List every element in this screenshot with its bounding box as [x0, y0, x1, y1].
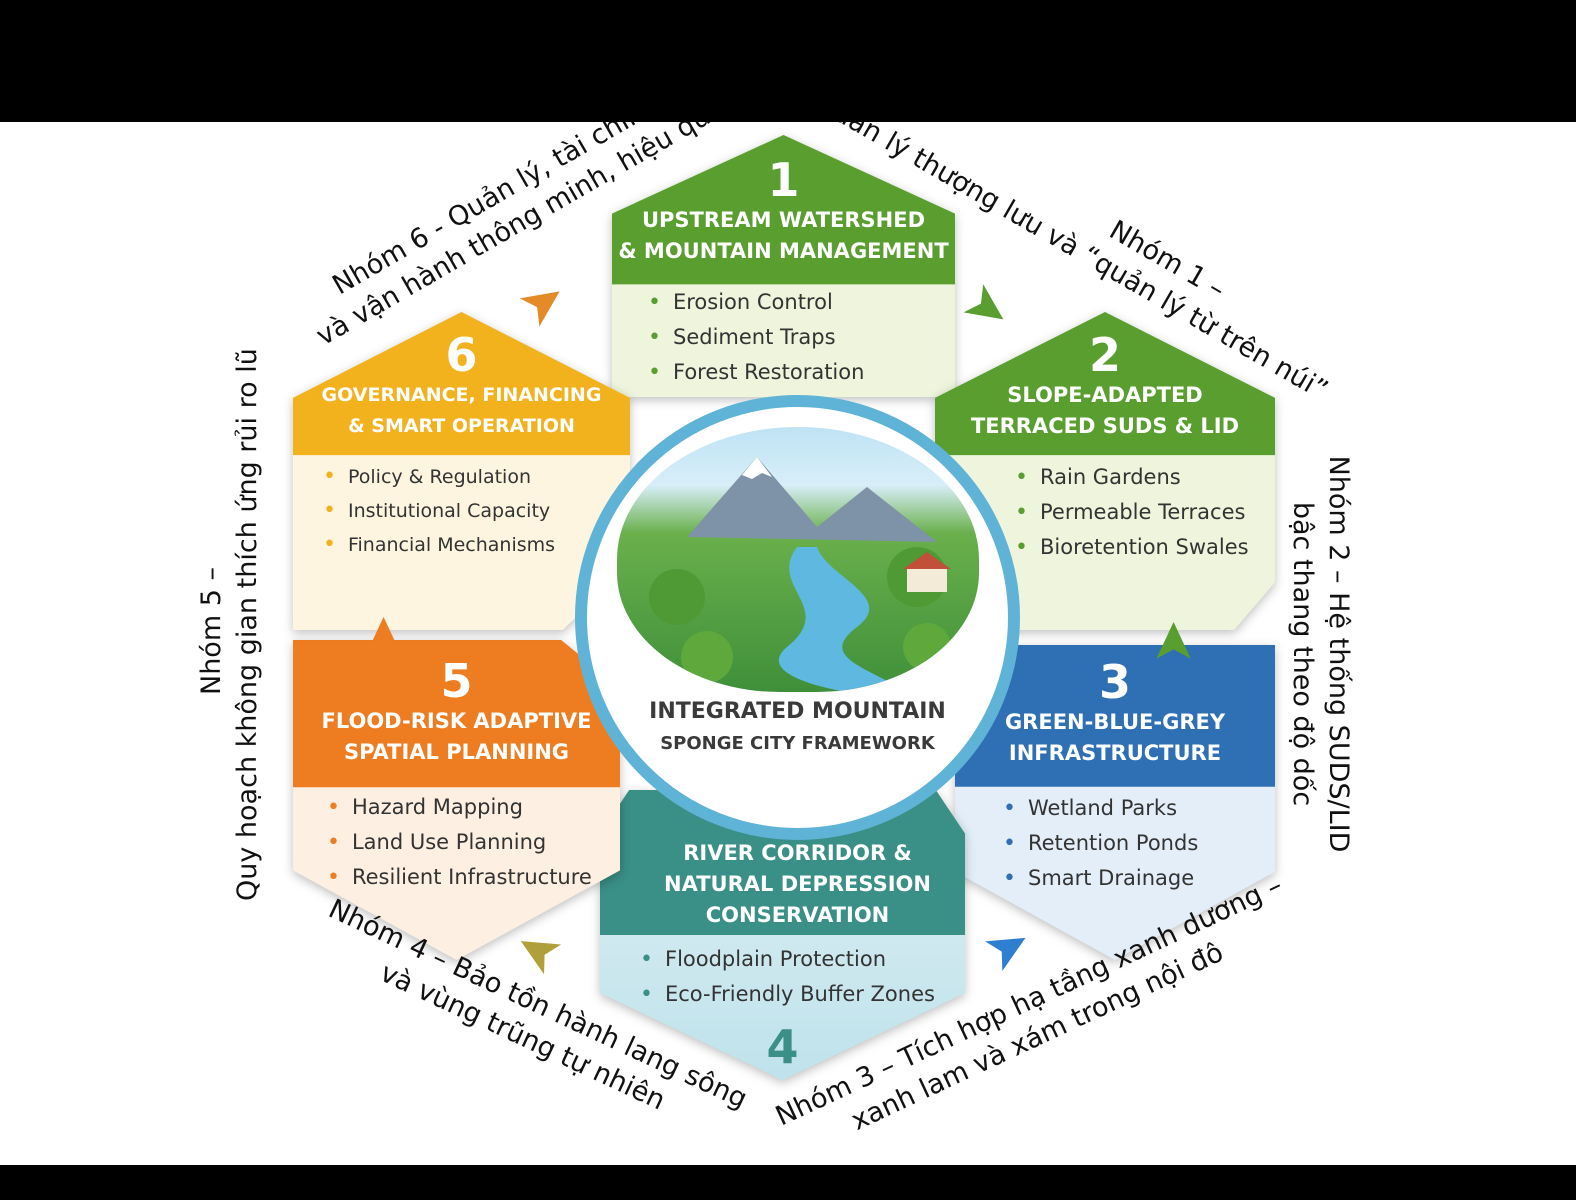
list-item: Wetland Parks — [1003, 791, 1198, 826]
card-number: 1 — [767, 153, 800, 207]
list-item: Floodplain Protection — [640, 942, 935, 977]
list-item: Sediment Traps — [648, 320, 864, 355]
bottom-black-bar — [0, 1165, 1576, 1200]
card-title-line: & SMART OPERATION — [348, 415, 575, 437]
card-title-line: FLOOD-RISK ADAPTIVE — [321, 709, 592, 733]
card-title-line: TERRACED SUDS & LID — [970, 414, 1240, 438]
card-number: 6 — [445, 328, 478, 382]
list-item: Erosion Control — [648, 285, 864, 320]
group-5-label: Nhóm 5 – Quy hoạch không gian thích ứng … — [194, 348, 266, 901]
list-item: Eco-Friendly Buffer Zones — [640, 977, 935, 1012]
arrow-2-to-3-icon: ➤ — [1140, 619, 1204, 665]
card-items: Erosion Control Sediment Traps Forest Re… — [648, 285, 864, 390]
list-item: Policy & Regulation — [323, 460, 555, 494]
group-2-line2: bậc thang theo độ dốc — [1287, 501, 1318, 807]
group-2-line1: Nhóm 2 – Hệ thống SUDS/LID — [1323, 455, 1354, 853]
card-title-line: INFRASTRUCTURE — [1008, 741, 1222, 765]
card-number: 2 — [1088, 328, 1121, 382]
card-items: Floodplain Protection Eco-Friendly Buffe… — [640, 942, 935, 1012]
card-1-upstream-watershed: 1 UPSTREAM WATERSHED & MOUNTAIN MANAGEME… — [612, 135, 955, 397]
card-5-flood-risk: 5 FLOOD-RISK ADAPTIVE SPATIAL PLANNING H… — [293, 640, 620, 960]
card-title-line: GOVERNANCE, FINANCING — [321, 384, 602, 406]
card-items: Wetland Parks Retention Ponds Smart Drai… — [1003, 791, 1198, 896]
list-item: Permeable Terraces — [1015, 495, 1249, 530]
list-item: Hazard Mapping — [327, 790, 592, 825]
card-title-line: SLOPE-ADAPTED — [1007, 383, 1203, 407]
card-2-slope-adapted: 2 SLOPE-ADAPTED TERRACED SUDS & LID Rain… — [935, 312, 1275, 630]
card-number: 4 — [766, 1020, 799, 1074]
mountain-river-landscape-image — [617, 427, 979, 692]
list-item: Rain Gardens — [1015, 460, 1249, 495]
card-title-line: CONSERVATION — [705, 903, 890, 927]
list-item: Smart Drainage — [1003, 861, 1198, 896]
list-item: Retention Ponds — [1003, 826, 1198, 861]
card-title-line: SPATIAL PLANNING — [343, 740, 570, 764]
card-items: Rain Gardens Permeable Terraces Bioreten… — [1015, 460, 1249, 565]
card-title-line: RIVER CORRIDOR & — [683, 841, 912, 865]
card-title-line: GREEN-BLUE-GREY — [1004, 710, 1226, 734]
group-5-line1: Nhóm 5 – — [196, 567, 227, 695]
list-item: Institutional Capacity — [323, 494, 555, 528]
card-items: Hazard Mapping Land Use Planning Resilie… — [327, 790, 592, 895]
list-item: Forest Restoration — [648, 355, 864, 390]
list-item: Bioretention Swales — [1015, 530, 1249, 565]
center-title-line2: SPONGE CITY FRAMEWORK — [660, 733, 935, 754]
center-framework-circle: INTEGRATED MOUNTAIN SPONGE CITY FRAMEWOR… — [575, 395, 1020, 840]
card-items: Policy & Regulation Institutional Capaci… — [323, 460, 555, 562]
top-black-bar — [0, 0, 1576, 122]
group-2-label: Nhóm 2 – Hệ thống SUDS/LID bậc thang the… — [1284, 414, 1356, 894]
arrow-5-to-6-icon: ➤ — [350, 614, 414, 660]
group-5-line2: Quy hoạch không gian thích ứng rủi ro lũ — [232, 348, 263, 901]
list-item: Financial Mechanisms — [323, 528, 555, 562]
list-item: Resilient Infrastructure — [327, 860, 592, 895]
card-6-governance: 6 GOVERNANCE, FINANCING & SMART OPERATIO… — [293, 312, 630, 630]
center-title-line1: INTEGRATED MOUNTAIN — [649, 699, 946, 724]
card-number: 3 — [1098, 655, 1131, 709]
card-title-line: NATURAL DEPRESSION — [664, 872, 931, 896]
card-title-line: UPSTREAM WATERSHED — [641, 208, 926, 232]
card-number: 5 — [440, 654, 473, 708]
card-title-line: & MOUNTAIN MANAGEMENT — [618, 239, 949, 263]
list-item: Land Use Planning — [327, 825, 592, 860]
